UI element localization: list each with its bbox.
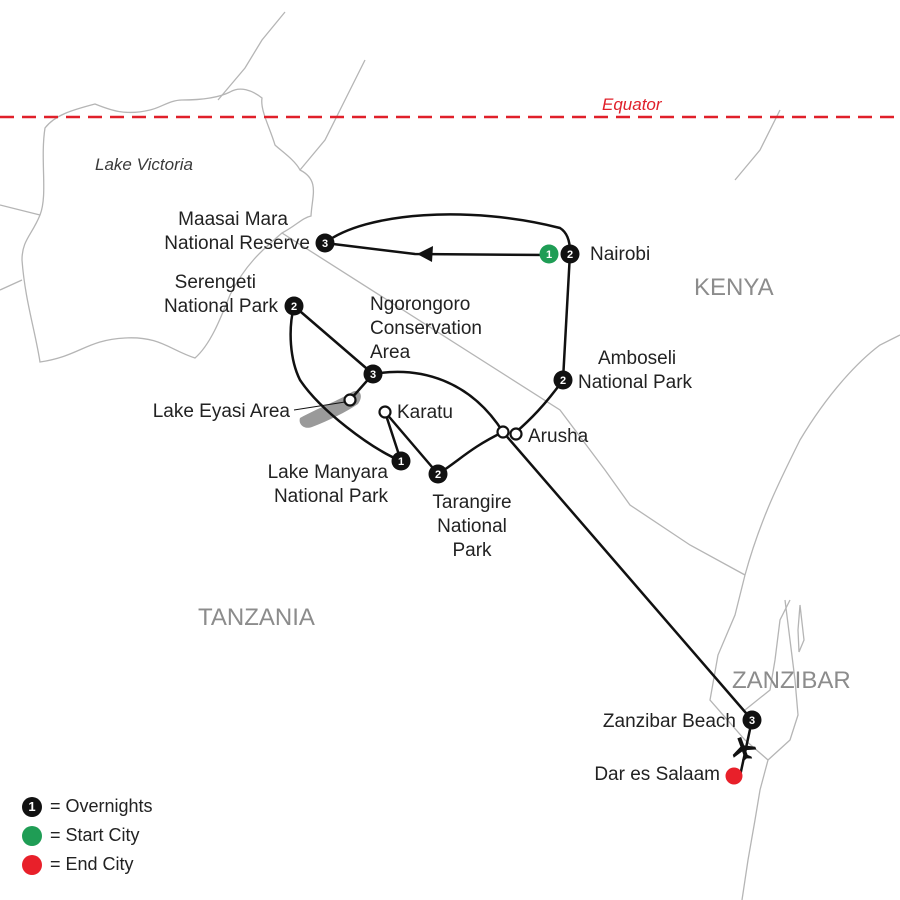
stop-marker-arusha-2[interactable] xyxy=(509,427,523,441)
label-amboseli-line1: Amboseli xyxy=(598,348,676,369)
label-zanzibar-beach: Zanzibar Beach xyxy=(603,711,736,732)
arrow-icon xyxy=(417,246,433,262)
svg-text:3: 3 xyxy=(370,369,376,381)
country-label-tanzania: TANZANIA xyxy=(198,604,315,631)
legend-item-start-city: = Start City xyxy=(22,821,242,850)
svg-text:2: 2 xyxy=(567,249,573,261)
overnight-marker-lake-manyara[interactable]: 1 xyxy=(391,451,411,471)
legend-label-overnights: = Overnights xyxy=(50,796,153,816)
country-label-zanzibar: ZANZIBAR xyxy=(732,667,851,694)
svg-text:2: 2 xyxy=(291,301,297,313)
overnight-marker-ngorongoro[interactable]: 3 xyxy=(363,364,383,384)
label-serengeti-line2: National Park xyxy=(164,296,279,317)
label-tarangire-line3: Park xyxy=(452,540,492,561)
overnight-marker-tarangire[interactable]: 2 xyxy=(428,464,448,484)
airplane-icon xyxy=(732,736,757,762)
label-ngorongoro-line2: Conservation xyxy=(370,318,482,339)
legend-label-start-city: = Start City xyxy=(50,825,140,845)
label-tarangire-line1: Tarangire xyxy=(432,492,511,513)
svg-text:2: 2 xyxy=(435,469,441,481)
legend-item-end-city: = End City xyxy=(22,850,242,879)
label-arusha: Arusha xyxy=(528,426,589,447)
map-legend: 1 = Overnights = Start City = End City xyxy=(22,792,242,879)
label-tarangire-line2: National xyxy=(437,516,507,537)
label-amboseli-line2: National Park xyxy=(578,372,693,393)
label-karatu: Karatu xyxy=(397,402,453,423)
overnight-marker-serengeti[interactable]: 2 xyxy=(284,296,304,316)
stop-marker-arusha-1[interactable] xyxy=(496,425,510,439)
label-serengeti-line1: Serengeti xyxy=(175,272,256,293)
svg-text:1: 1 xyxy=(546,249,552,261)
svg-text:3: 3 xyxy=(322,238,328,250)
label-lake-eyasi: Lake Eyasi Area xyxy=(153,401,291,422)
equator-label: Equator xyxy=(602,95,663,114)
label-ngorongoro-line1: Ngorongoro xyxy=(370,294,470,315)
overnight-marker-maasai-mara[interactable]: 3 xyxy=(315,233,335,253)
legend-label-end-city: = End City xyxy=(50,854,134,874)
country-label-kenya: KENYA xyxy=(694,274,774,301)
label-nairobi: Nairobi xyxy=(590,244,650,265)
svg-text:2: 2 xyxy=(560,375,566,387)
lake-victoria-label: Lake Victoria xyxy=(95,155,193,174)
stop-marker-karatu[interactable] xyxy=(378,405,392,419)
label-lake-manyara-line1: Lake Manyara xyxy=(268,462,389,483)
svg-text:1: 1 xyxy=(398,456,404,468)
label-lake-manyara-line2: National Park xyxy=(274,486,389,507)
lake-eyasi-leader xyxy=(293,401,346,411)
svg-text:3: 3 xyxy=(749,715,755,727)
label-dar-es-salaam: Dar es Salaam xyxy=(594,764,720,785)
overnight-marker-nairobi[interactable]: 2 xyxy=(560,244,580,264)
end-city-legend-icon xyxy=(22,854,42,875)
overnights-legend-icon: 1 xyxy=(22,796,42,817)
legend-item-overnights: 1 = Overnights xyxy=(22,792,242,821)
overnight-marker-zanzibar-beach[interactable]: 3 xyxy=(742,710,762,730)
start-city-legend-icon xyxy=(22,825,42,846)
stop-marker-lake-eyasi[interactable] xyxy=(343,393,357,407)
start-city-marker-nairobi[interactable]: 1 xyxy=(539,244,559,264)
label-maasai-mara-line2: National Reserve xyxy=(164,233,310,254)
country-borders xyxy=(0,11,900,900)
label-maasai-mara-line1: Maasai Mara xyxy=(178,209,288,230)
overnight-marker-amboseli[interactable]: 2 xyxy=(553,370,573,390)
label-ngorongoro-line3: Area xyxy=(370,342,411,363)
end-city-marker-dar-es-salaam[interactable] xyxy=(725,767,743,785)
